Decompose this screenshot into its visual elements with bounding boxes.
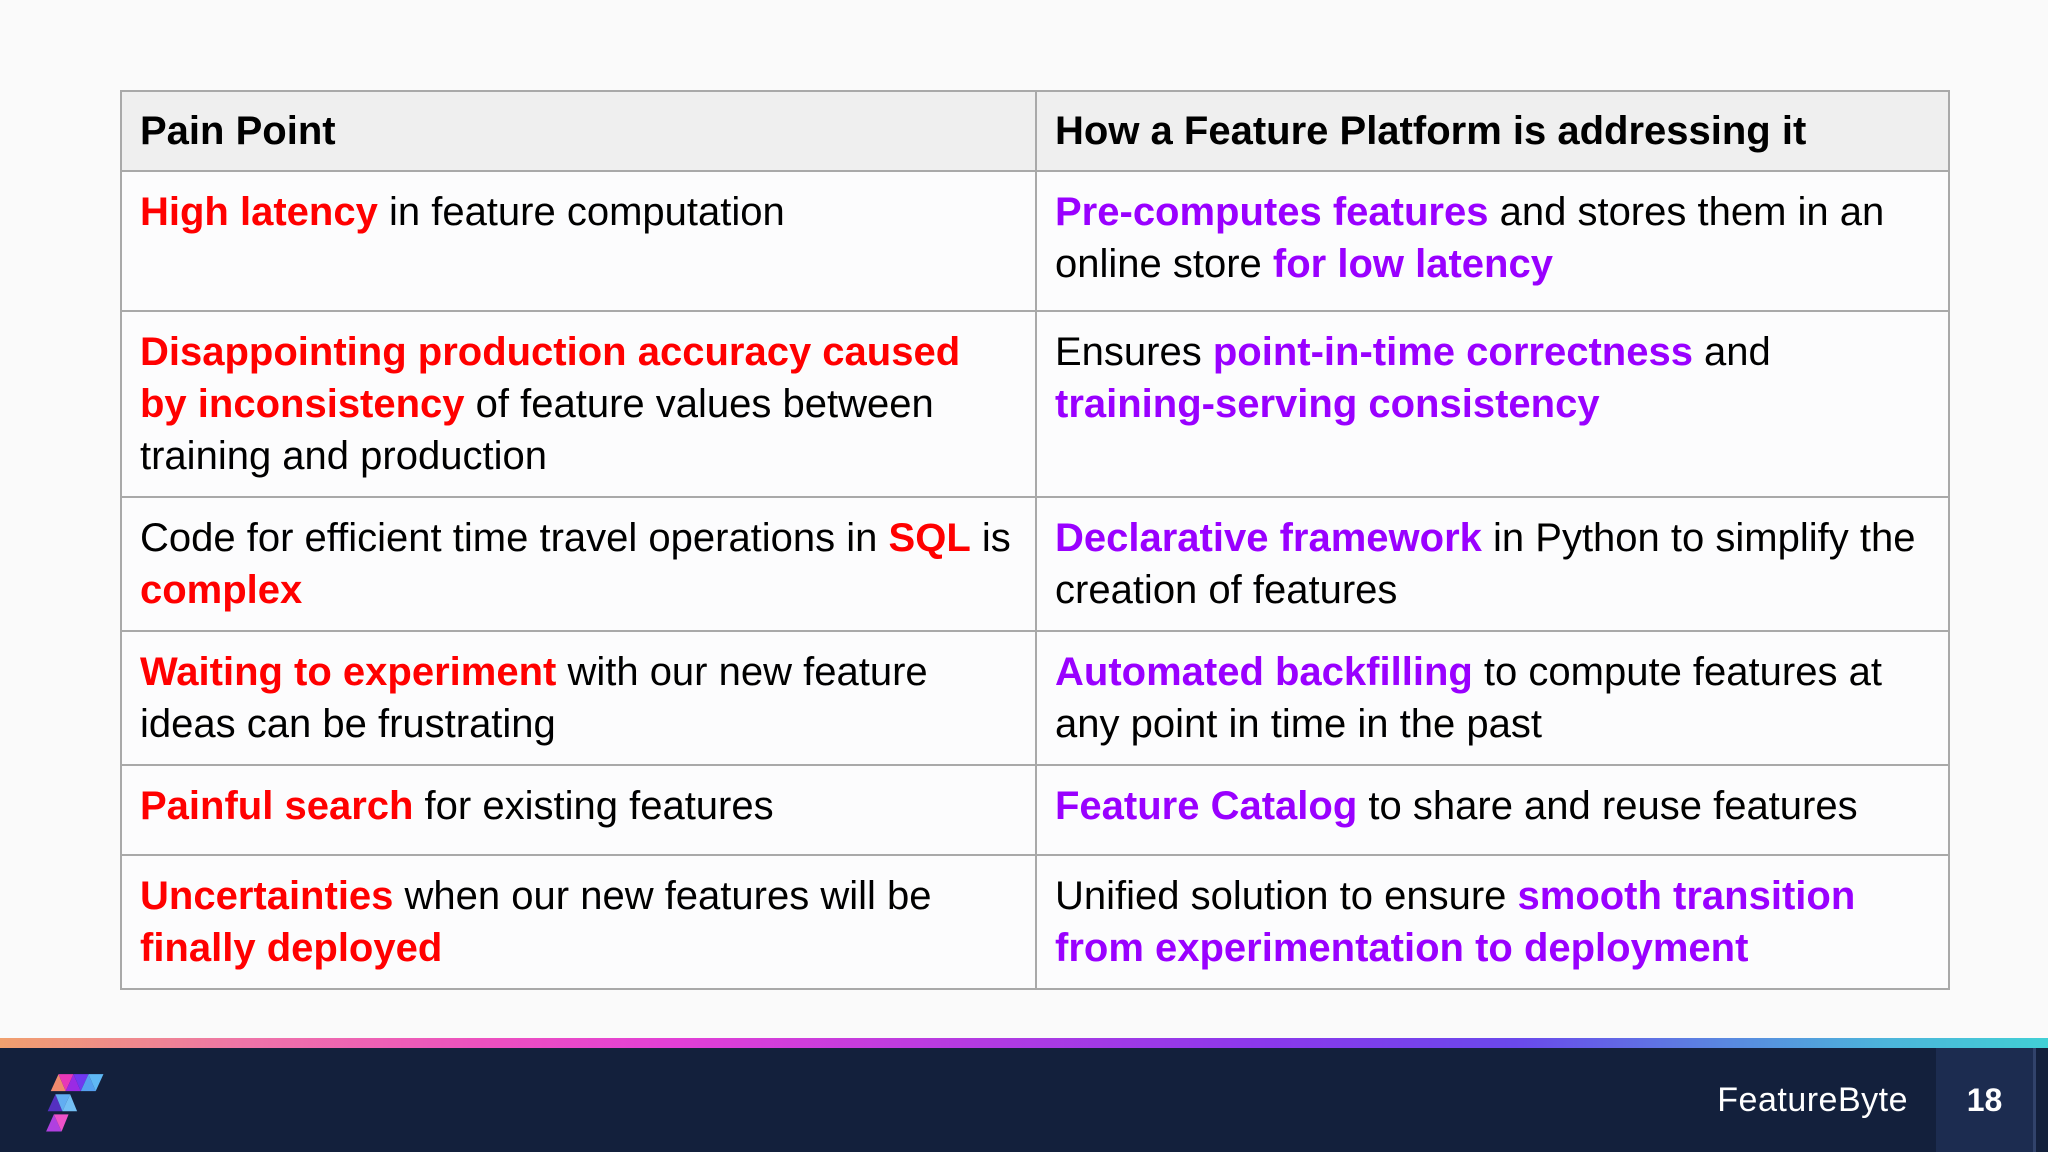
pain-point-header: Pain Point bbox=[120, 90, 1037, 172]
text-segment: for low latency bbox=[1272, 242, 1553, 286]
pain-point-cell: Waiting to experiment with our new featu… bbox=[120, 630, 1037, 766]
text-segment: of feature values between training and p… bbox=[140, 382, 934, 478]
table-row: High latency in feature computation Pre-… bbox=[120, 170, 1950, 312]
text-segment: High latency bbox=[140, 190, 378, 234]
table-row: Waiting to experiment with our new featu… bbox=[120, 630, 1950, 766]
pain-point-cell: Uncertainties when our new features will… bbox=[120, 854, 1037, 990]
solution-cell: Declarative framework in Python to simpl… bbox=[1035, 496, 1950, 632]
solution-cell: Unified solution to ensure smooth transi… bbox=[1035, 854, 1950, 990]
text-segment: Unified solution to ensure bbox=[1055, 874, 1518, 918]
text-segment: point-in-time correctness bbox=[1212, 330, 1693, 374]
solution-cell: Feature Catalog to share and reuse featu… bbox=[1035, 764, 1950, 856]
solution-header: How a Feature Platform is addressing it bbox=[1035, 90, 1950, 172]
table-header-row: Pain Point How a Feature Platform is add… bbox=[120, 90, 1950, 172]
text-segment: complex bbox=[140, 568, 303, 612]
text-segment: and bbox=[1692, 330, 1771, 374]
text-segment: in Python to simplify the creation of fe… bbox=[1055, 516, 1916, 612]
featurebyte-logo-icon bbox=[46, 1074, 104, 1132]
text-segment: Uncertainties bbox=[140, 874, 394, 918]
text-segment: Feature Catalog bbox=[1055, 784, 1358, 828]
text-segment: to compute features at any point in time… bbox=[1055, 650, 1882, 746]
table-row: Code for efficient time travel operation… bbox=[120, 496, 1950, 632]
text-segment: Disappointing production accuracy caused… bbox=[140, 330, 961, 426]
text-segment: smooth transition from experimentation t… bbox=[1055, 874, 1856, 970]
text-segment: training-serving consistency bbox=[1055, 382, 1600, 426]
text-segment: Ensures bbox=[1055, 330, 1213, 374]
page-number-strip: 18 bbox=[1936, 1048, 2036, 1152]
table-row: Painful search for existing features Fea… bbox=[120, 764, 1950, 856]
text-segment: Waiting to experiment bbox=[140, 650, 557, 694]
pain-point-cell: Painful search for existing features bbox=[120, 764, 1037, 856]
text-segment: Pre-computes features bbox=[1055, 190, 1489, 234]
brand-name: FeatureByte bbox=[1717, 1080, 1908, 1119]
pain-point-cell: High latency in feature computation bbox=[120, 170, 1037, 312]
gradient-divider bbox=[0, 1038, 2048, 1048]
solution-cell: Automated backfilling to compute feature… bbox=[1035, 630, 1950, 766]
page-number: 18 bbox=[1966, 1081, 2003, 1118]
solution-cell: Pre-computes features and stores them in… bbox=[1035, 170, 1950, 312]
solution-cell: Ensures point-in-time correctness and tr… bbox=[1035, 310, 1950, 498]
text-segment: finally deployed bbox=[140, 926, 443, 970]
footer-bar bbox=[0, 1048, 2048, 1152]
text-segment: is bbox=[970, 516, 1011, 560]
table-row: Disappointing production accuracy caused… bbox=[120, 310, 1950, 498]
text-segment: for existing features bbox=[413, 784, 774, 828]
text-segment: and stores them in an online store bbox=[1055, 190, 1885, 286]
text-segment: Code for efficient time travel operation… bbox=[140, 516, 889, 560]
pain-point-cell: Code for efficient time travel operation… bbox=[120, 496, 1037, 632]
pain-point-cell: Disappointing production accuracy caused… bbox=[120, 310, 1037, 498]
text-segment: to share and reuse features bbox=[1357, 784, 1858, 828]
text-segment: in feature computation bbox=[377, 190, 785, 234]
text-segment: Painful search bbox=[140, 784, 414, 828]
text-segment: Automated backfilling bbox=[1055, 650, 1473, 694]
text-segment: Declarative framework bbox=[1055, 516, 1482, 560]
table-row: Uncertainties when our new features will… bbox=[120, 854, 1950, 990]
text-segment: SQL bbox=[888, 516, 971, 560]
pain-point-table: Pain Point How a Feature Platform is add… bbox=[120, 90, 1950, 990]
text-segment: when our new features will be bbox=[393, 874, 932, 918]
text-segment: with our new feature ideas can be frustr… bbox=[140, 650, 928, 746]
